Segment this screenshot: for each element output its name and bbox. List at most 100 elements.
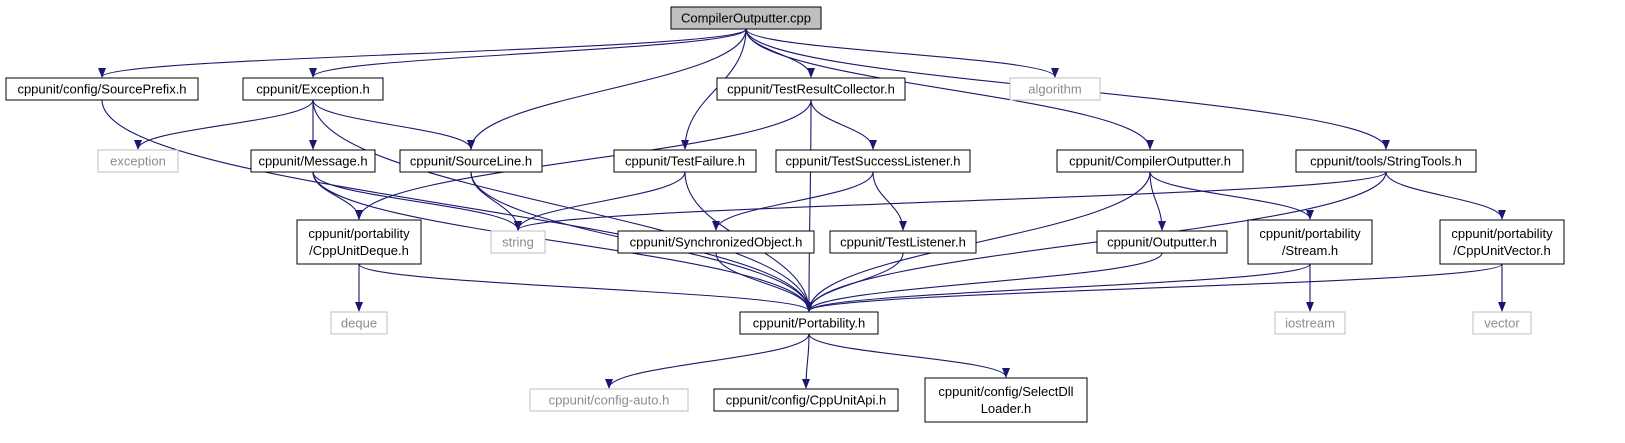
edge-stream_h-to-portability: [805, 263, 1311, 312]
node-root-label: CompilerOutputter.cpp: [681, 11, 811, 26]
node-deque-label: deque: [341, 316, 377, 331]
node-tsl[interactable]: cppunit/TestSuccessListener.h: [775, 149, 971, 173]
node-testlistener-label: cppunit/TestListener.h: [840, 235, 966, 250]
node-deque_h-box: [296, 219, 422, 265]
node-iostream-box: [1274, 311, 1346, 335]
node-portability-box: [739, 311, 879, 335]
edge-exception_h-to-exception: [134, 99, 314, 150]
node-iostream-label: iostream: [1285, 316, 1335, 331]
node-deque_h-label: /CppUnitDeque.h: [309, 243, 409, 258]
node-deque: deque: [330, 311, 388, 335]
edge-message-to-deque_h: [312, 171, 363, 220]
node-algorithm: algorithm: [1009, 77, 1101, 101]
edge-exception_h-to-portability: [312, 99, 813, 312]
edge-compout_h-to-portability: [805, 171, 1151, 312]
node-testlistener[interactable]: cppunit/TestListener.h: [829, 230, 977, 254]
node-sourceprefix-box: [5, 77, 199, 101]
node-cppunitapi-box: [713, 388, 899, 412]
edge-portability-to-selectdll: [808, 333, 1010, 378]
edge-message-to-portability: [312, 171, 813, 312]
node-portability[interactable]: cppunit/Portability.h: [739, 311, 879, 335]
edge-root-to-exception_h: [309, 28, 747, 78]
node-selectdll-label: Loader.h: [981, 401, 1032, 416]
node-vector-label: vector: [1484, 316, 1520, 331]
edge-trc-to-tsl: [810, 99, 877, 150]
node-vector_h[interactable]: cppunit/portability/CppUnitVector.h: [1439, 219, 1565, 265]
node-stream_h[interactable]: cppunit/portability/Stream.h: [1247, 219, 1373, 265]
node-sourceline[interactable]: cppunit/SourceLine.h: [399, 149, 543, 173]
edge-tsl-to-testlistener: [872, 171, 907, 231]
node-exception-label: exception: [110, 154, 166, 169]
node-testfailure-label: cppunit/TestFailure.h: [625, 154, 745, 169]
node-cppunitapi[interactable]: cppunit/config/CppUnitApi.h: [713, 388, 899, 412]
edge-portability-to-cppunitapi: [802, 333, 811, 389]
edge-exception_h-to-sourceline: [312, 99, 475, 150]
node-tsl-box: [775, 149, 971, 173]
node-layer: CompilerOutputter.cpp cppunit/config/Sour…: [5, 6, 1565, 423]
node-compout_h[interactable]: cppunit/CompilerOutputter.h: [1056, 149, 1244, 173]
node-algorithm-box: [1009, 77, 1101, 101]
edge-root-to-trc: [745, 28, 815, 78]
node-trc[interactable]: cppunit/TestResultCollector.h: [716, 77, 906, 101]
edge-root-to-sourceprefix: [98, 28, 747, 78]
node-iostream: iostream: [1274, 311, 1346, 335]
node-configauto-label: cppunit/config-auto.h: [549, 393, 670, 408]
edge-stringtools-to-string: [514, 171, 1387, 231]
node-vector_h-label: cppunit/portability: [1451, 226, 1553, 241]
edge-portability-to-configauto: [605, 333, 810, 389]
node-selectdll-box: [924, 377, 1088, 423]
node-deque-box: [330, 311, 388, 335]
node-outputter-box: [1096, 230, 1228, 254]
edge-root-to-algorithm: [745, 28, 1059, 78]
node-cppunitapi-label: cppunit/config/CppUnitApi.h: [726, 393, 886, 408]
edge-tsl-to-syncobj: [712, 171, 874, 231]
node-tsl-label: cppunit/TestSuccessListener.h: [786, 154, 961, 169]
node-stream_h-label: cppunit/portability: [1259, 226, 1361, 241]
node-exception_h-label: cppunit/Exception.h: [256, 82, 369, 97]
node-message-label: cppunit/Message.h: [258, 154, 367, 169]
node-testfailure[interactable]: cppunit/TestFailure.h: [613, 149, 757, 173]
node-algorithm-label: algorithm: [1028, 82, 1081, 97]
node-testfailure-box: [613, 149, 757, 173]
edge-root-to-compout_h: [745, 28, 1154, 150]
node-vector_h-label: /CppUnitVector.h: [1453, 243, 1551, 258]
node-sourceprefix-label: cppunit/config/SourcePrefix.h: [17, 82, 186, 97]
node-stringtools[interactable]: cppunit/tools/StringTools.h: [1295, 149, 1477, 173]
node-trc-label: cppunit/TestResultCollector.h: [727, 82, 895, 97]
node-outputter[interactable]: cppunit/Outputter.h: [1096, 230, 1228, 254]
node-trc-box: [716, 77, 906, 101]
node-deque_h-label: cppunit/portability: [308, 226, 410, 241]
node-compout_h-box: [1056, 149, 1244, 173]
node-vector_h-box: [1439, 219, 1565, 265]
node-selectdll-label: cppunit/config/SelectDll: [938, 384, 1073, 399]
edge-sourceprefix-to-portability: [101, 99, 813, 312]
node-stringtools-label: cppunit/tools/StringTools.h: [1310, 154, 1462, 169]
node-compout_h-label: cppunit/CompilerOutputter.h: [1069, 154, 1231, 169]
node-root[interactable]: CompilerOutputter.cpp: [670, 6, 822, 30]
node-sourceline-label: cppunit/SourceLine.h: [410, 154, 532, 169]
node-sourceprefix[interactable]: cppunit/config/SourcePrefix.h: [5, 77, 199, 101]
node-message-box: [250, 149, 376, 173]
node-vector-box: [1472, 311, 1532, 335]
node-syncobj-box: [617, 230, 815, 254]
edge-stringtools-to-vector_h: [1385, 171, 1506, 220]
node-outputter-label: cppunit/Outputter.h: [1107, 235, 1217, 250]
edge-sourceline-to-string: [470, 171, 522, 231]
node-testlistener-box: [829, 230, 977, 254]
node-syncobj[interactable]: cppunit/SynchronizedObject.h: [617, 230, 815, 254]
edge-root-to-sourceline: [467, 28, 747, 150]
node-deque_h[interactable]: cppunit/portability/CppUnitDeque.h: [296, 219, 422, 265]
edge-outputter-to-portability: [805, 252, 1163, 312]
node-stringtools-box: [1295, 149, 1477, 173]
node-root-box: [670, 6, 822, 30]
edge-vector_h-to-portability: [805, 263, 1503, 312]
edge-message-to-string: [312, 171, 522, 231]
node-string-label: string: [502, 235, 534, 250]
node-string: string: [490, 230, 546, 254]
node-exception: exception: [97, 149, 179, 173]
node-message[interactable]: cppunit/Message.h: [250, 149, 376, 173]
edge-testfailure-to-string: [514, 171, 686, 231]
node-exception_h[interactable]: cppunit/Exception.h: [242, 77, 384, 101]
